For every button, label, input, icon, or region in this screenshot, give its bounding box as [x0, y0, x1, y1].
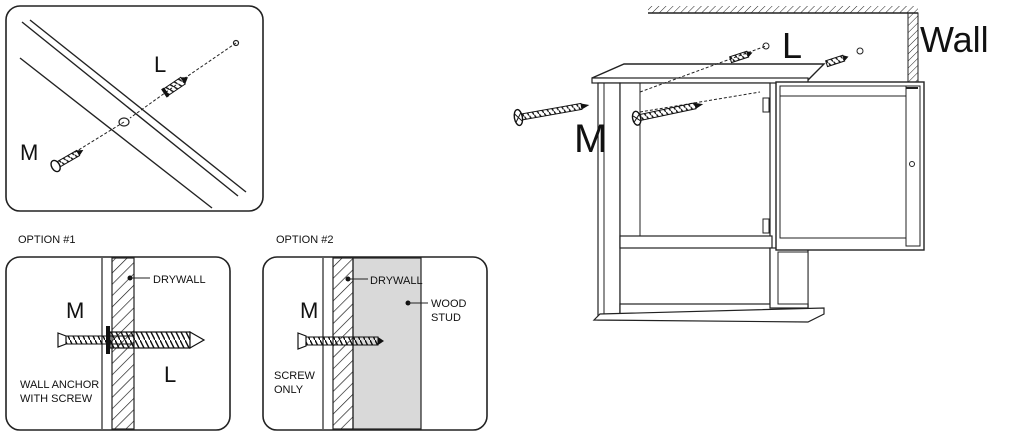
option1-label-m: M [66, 298, 84, 323]
cabinet-illustration: Wall [513, 6, 989, 323]
option2-caption-2: ONLY [274, 384, 304, 396]
option1-caption-1: WALL ANCHOR [20, 379, 99, 391]
anchor-icon [161, 76, 188, 98]
wall-label: Wall [920, 19, 989, 60]
option1-drywall-label: DRYWALL [153, 274, 206, 286]
option2-panel: DRYWALL WOOD STUD M SCREW ONLY [262, 256, 488, 431]
option1-label-l: L [164, 362, 176, 387]
option1-panel: DRYWALL M L WALL ANCHOR WITH SCREW [5, 256, 231, 431]
option2-title: OPTION #2 [276, 234, 333, 246]
screw-icon [50, 149, 84, 173]
anchor-icon [729, 50, 753, 64]
screw-icon [513, 102, 590, 127]
option2-drywall-label: DRYWALL [370, 275, 423, 287]
detail-label-m: M [20, 140, 38, 165]
detail-label-l: L [154, 52, 166, 77]
anchor-icon [825, 54, 849, 68]
option2-stud-label-1: WOOD [431, 298, 466, 310]
option1-caption-2: WITH SCREW [20, 393, 93, 405]
screw-icon [297, 332, 384, 350]
option1-title: OPTION #1 [18, 234, 75, 246]
option2-label-m: M [300, 298, 318, 323]
cabinet-label-m: M [574, 117, 607, 161]
option2-caption-1: SCREW [274, 370, 316, 382]
wall-anchor-icon [57, 326, 206, 354]
cabinet-label-l: L [782, 25, 802, 66]
detail-panel: L M [5, 5, 264, 212]
screw-icon [631, 102, 704, 126]
option2-stud-label-2: STUD [431, 312, 461, 324]
